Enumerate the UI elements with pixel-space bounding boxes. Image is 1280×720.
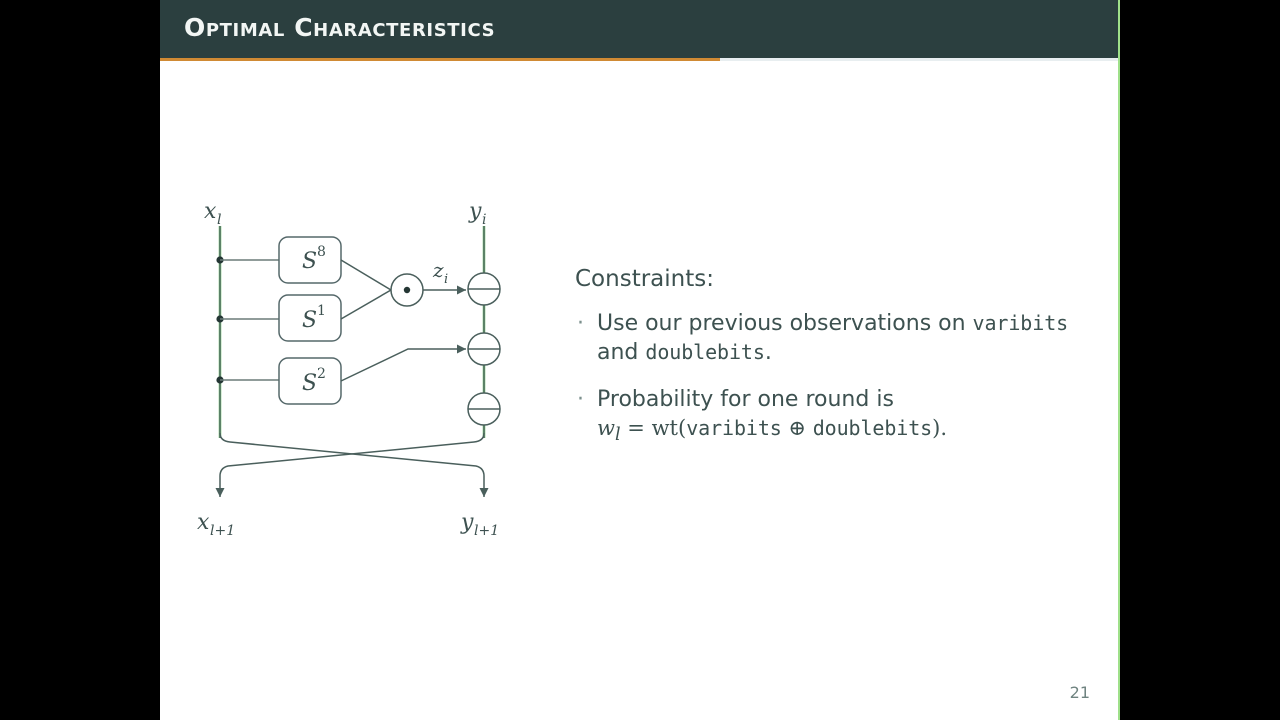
sbox-3-exponent: 2 <box>317 366 326 382</box>
formula-arg-varibits: varibits <box>686 416 782 441</box>
formula-arg-doublebits: doublebits <box>812 416 933 441</box>
bullet-1-text-a: Use our previous observations on <box>597 311 973 336</box>
sbox-1-exponent: 8 <box>317 244 326 260</box>
diagram-svg: S 8 S 1 S 2 <box>197 199 501 539</box>
label-x-in: x <box>204 201 217 224</box>
bullet-marker: · <box>577 311 584 336</box>
formula-close: ). <box>932 416 947 441</box>
label-x-out-subscript: l+1 <box>210 523 235 539</box>
sbox-2 <box>278 294 342 342</box>
label-y-in: y <box>468 201 482 224</box>
label-y-out-subscript: l+1 <box>474 523 499 539</box>
bullet-1-text-b: and <box>597 340 646 366</box>
slide-body: S 8 S 1 S 2 <box>160 61 1120 720</box>
header-accent-rule <box>160 58 720 61</box>
wire-sbox1-to-and <box>340 259 392 291</box>
wire-cross-left-to-right <box>219 432 489 497</box>
slide-header: Optimal Characteristics <box>160 0 1120 58</box>
header-secondary-rule <box>720 58 1120 61</box>
slide-canvas: Optimal Characteristics <box>160 0 1120 720</box>
bullet-2-formula: wl = wt(varibits ⊕ doublebits). <box>597 416 947 445</box>
formula-lhs-subscript: l <box>614 425 621 446</box>
label-z: z <box>432 258 444 282</box>
slide-right-edge-accent <box>1118 0 1120 720</box>
label-y-out: y <box>460 510 474 535</box>
page-title: Optimal Characteristics <box>184 13 496 42</box>
formula-xor-operator: ⊕ <box>788 416 807 441</box>
sbox-3-label: S <box>302 371 317 396</box>
label-x-in-subscript: l <box>217 212 221 228</box>
and-gate-dot-icon <box>403 286 411 294</box>
label-z-subscript: i <box>444 272 448 287</box>
page-number: 21 <box>1069 683 1090 702</box>
constraints-panel: Constraints: · Use our previous observat… <box>575 266 1075 465</box>
label-x-out: x <box>197 510 210 535</box>
bullet-2-text: Probability for one round is <box>597 387 894 413</box>
bullet-1-code-varibits: varibits <box>972 311 1069 335</box>
formula-function: wt( <box>651 416 687 441</box>
constraints-heading: Constraints: <box>575 266 714 292</box>
wire-sbox2-to-and <box>340 289 392 320</box>
list-item: · Probability for one round is wl = wt(v… <box>575 385 1075 447</box>
wire-sbox3-to-xor2 <box>340 344 466 382</box>
label-y-in-subscript: i <box>482 212 486 228</box>
sbox-2-label: S <box>302 308 317 333</box>
bullet-1-code-doublebits: doublebits <box>645 340 765 365</box>
sbox-2-exponent: 1 <box>317 303 326 319</box>
bullet-1-text-c: . <box>764 340 772 366</box>
sbox-1-label: S <box>302 249 317 274</box>
list-item: · Use our previous observations on varib… <box>575 309 1075 367</box>
formula-lhs-var: w <box>597 416 615 441</box>
wire-cross-right-to-left <box>215 432 485 497</box>
formula-equals: = <box>627 416 645 441</box>
cipher-round-diagram: S 8 S 1 S 2 <box>180 199 540 581</box>
bullet-marker: · <box>577 387 584 413</box>
